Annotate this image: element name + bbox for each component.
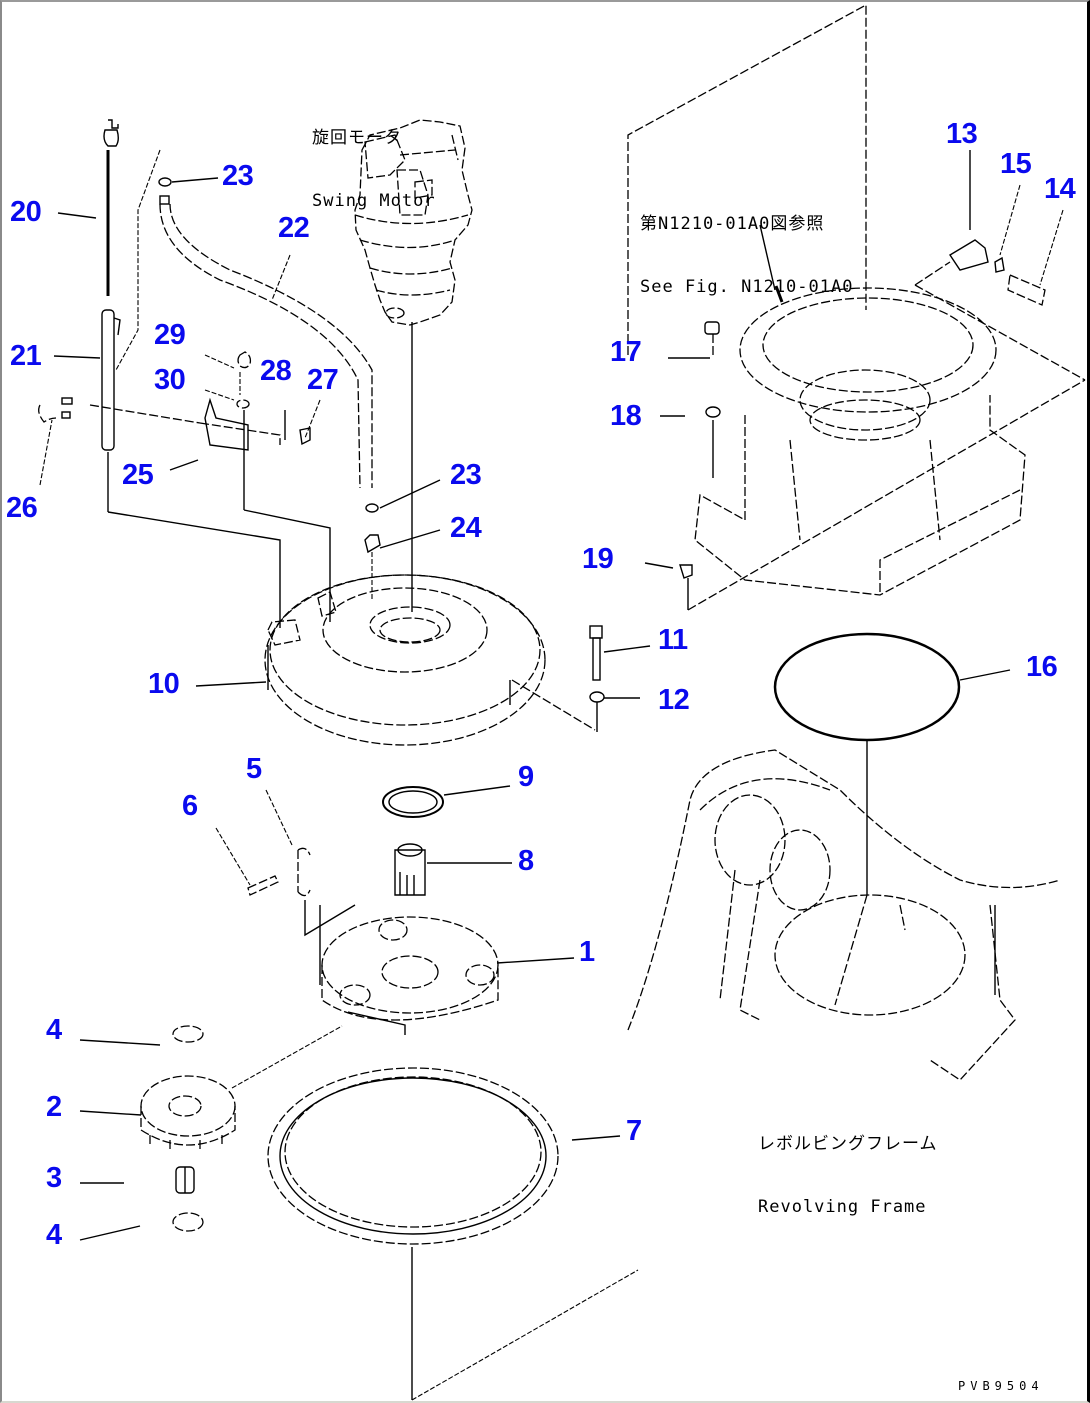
callout-27[interactable]: 27 <box>307 364 339 396</box>
bolt-drawing <box>589 625 605 732</box>
bracket-drawing <box>38 351 331 622</box>
dipstick-drawing <box>101 119 281 628</box>
note-swing-motor-jp: 旋回モータ <box>312 128 402 148</box>
case-drawing <box>264 574 596 746</box>
callout-9[interactable]: 9 <box>518 761 534 793</box>
callout-30[interactable]: 30 <box>154 364 186 396</box>
o-ring-drawing <box>773 632 961 895</box>
callout-17[interactable]: 17 <box>610 336 642 368</box>
revolving-frame-drawing <box>627 749 1061 1081</box>
note-see-fig: 第N1210-01A0図参照 See Fig. N1210-01A0 <box>640 172 853 319</box>
leader-lines <box>39 150 1064 1241</box>
note-revolving-frame: レボルビングフレーム Revolving Frame <box>758 1092 938 1239</box>
callout-25[interactable]: 25 <box>122 459 154 491</box>
callout-19[interactable]: 19 <box>582 543 614 575</box>
note-revolving-frame-jp: レボルビングフレーム <box>758 1134 938 1154</box>
callout-26[interactable]: 26 <box>6 492 38 524</box>
callout-16[interactable]: 16 <box>1026 651 1058 683</box>
callout-12[interactable]: 12 <box>658 684 690 716</box>
callout-3[interactable]: 3 <box>46 1162 62 1194</box>
housing-drawing <box>627 3 1086 611</box>
callout-13[interactable]: 13 <box>946 118 978 150</box>
callout-7[interactable]: 7 <box>626 1115 642 1147</box>
callout-23-upper[interactable]: 23 <box>222 160 254 192</box>
callout-10[interactable]: 10 <box>148 668 180 700</box>
callout-4-lower[interactable]: 4 <box>46 1219 62 1251</box>
callout-20[interactable]: 20 <box>10 196 42 228</box>
callout-4-upper[interactable]: 4 <box>46 1014 62 1046</box>
gear-drawing <box>140 1025 343 1232</box>
swing-motor-drawing <box>354 119 473 612</box>
callout-14[interactable]: 14 <box>1044 173 1076 205</box>
hose-drawing <box>158 177 381 600</box>
callout-15[interactable]: 15 <box>1000 148 1032 180</box>
callout-23-lower[interactable]: 23 <box>450 459 482 491</box>
callout-24[interactable]: 24 <box>450 512 482 544</box>
callout-28[interactable]: 28 <box>260 355 292 387</box>
callout-5[interactable]: 5 <box>246 753 262 785</box>
figure-code: PVB9504 <box>958 1379 1044 1393</box>
note-swing-motor: 旋回モータ Swing Motor <box>312 86 436 233</box>
callout-2[interactable]: 2 <box>46 1091 62 1123</box>
callout-8[interactable]: 8 <box>518 845 534 877</box>
callout-1[interactable]: 1 <box>579 936 595 968</box>
callout-22[interactable]: 22 <box>278 212 310 244</box>
ring-gear-drawing <box>267 1067 639 1401</box>
callout-21[interactable]: 21 <box>10 340 42 372</box>
note-see-fig-en: See Fig. N1210-01A0 <box>640 277 854 297</box>
small-parts-drawing <box>247 786 444 985</box>
note-swing-motor-en: Swing Motor <box>312 191 436 211</box>
note-revolving-frame-en: Revolving Frame <box>758 1197 927 1217</box>
callout-18[interactable]: 18 <box>610 400 642 432</box>
note-see-fig-jp: 第N1210-01A0図参照 <box>640 214 825 234</box>
callout-11[interactable]: 11 <box>658 624 688 656</box>
callout-29[interactable]: 29 <box>154 319 186 351</box>
callout-6[interactable]: 6 <box>182 790 198 822</box>
carrier-drawing <box>321 916 499 1035</box>
